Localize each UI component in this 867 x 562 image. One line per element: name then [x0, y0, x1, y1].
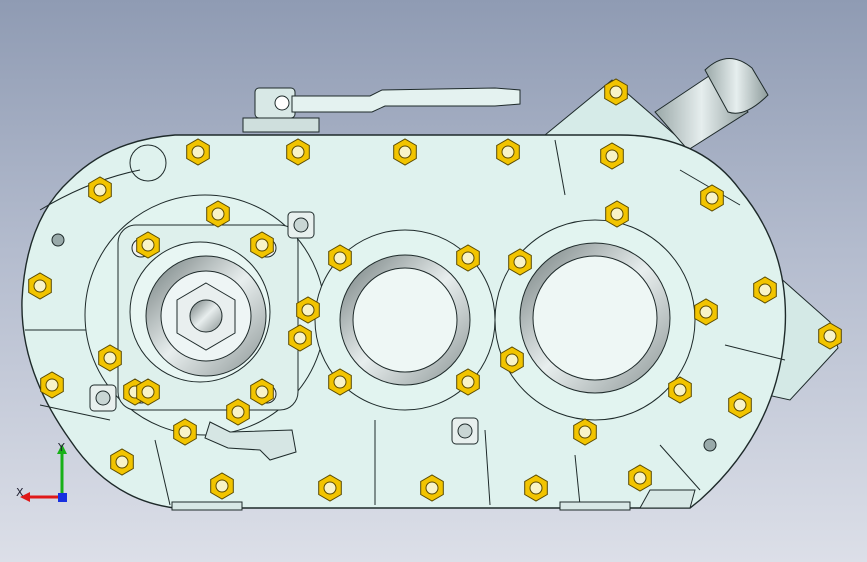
hex-bolt	[98, 344, 122, 372]
hex-bolt	[668, 376, 692, 404]
hex-bolt	[700, 184, 724, 212]
y-axis-label: Y	[58, 441, 65, 454]
hex-bolt	[628, 464, 652, 492]
hex-bolt	[524, 474, 548, 502]
hex-bolt	[753, 276, 777, 304]
housing-bolts	[28, 78, 842, 502]
mounting-feet	[171, 489, 696, 511]
hex-bolt	[508, 248, 532, 276]
z-axis-marker	[58, 493, 67, 502]
hex-bolt	[456, 244, 480, 272]
x-axis-label: X	[16, 486, 24, 499]
hex-bolt	[420, 474, 444, 502]
hex-bolt	[600, 142, 624, 170]
hex-bolt	[186, 138, 210, 166]
hex-bolt	[694, 298, 718, 326]
bearing-housing-right	[494, 219, 696, 421]
hex-bolt	[328, 244, 352, 272]
hex-bolt	[728, 391, 752, 419]
hex-bolt	[500, 346, 524, 374]
bearing-housing-middle	[314, 229, 496, 411]
drain-plugs	[89, 211, 479, 445]
hex-bolt	[28, 272, 52, 300]
hex-bolt	[288, 324, 312, 352]
housing-ribs	[25, 139, 786, 506]
hex-bolt	[136, 231, 160, 259]
hex-bolt	[496, 138, 520, 166]
hex-bolt	[136, 378, 160, 406]
hex-bolt	[296, 296, 320, 324]
hex-bolt	[318, 474, 342, 502]
hex-bolt	[88, 176, 112, 204]
hex-bolt	[210, 472, 234, 500]
hex-bolt	[573, 418, 597, 446]
hex-bolt	[605, 200, 629, 228]
hex-bolt	[40, 371, 64, 399]
hex-bolt	[206, 200, 230, 228]
hex-bolt	[173, 418, 197, 446]
hex-bolt	[250, 378, 274, 406]
hex-bolt	[328, 368, 352, 396]
hex-bolt	[818, 322, 842, 350]
hex-bolt	[286, 138, 310, 166]
hex-bolt	[226, 398, 250, 426]
hex-bolt	[604, 78, 628, 106]
hex-bolt	[250, 231, 274, 259]
hex-bolt	[110, 448, 134, 476]
hex-bolt	[456, 368, 480, 396]
hex-bolt	[393, 138, 417, 166]
axis-triad	[20, 444, 67, 502]
shift-lever	[242, 87, 521, 133]
lower-fitting	[204, 421, 297, 461]
